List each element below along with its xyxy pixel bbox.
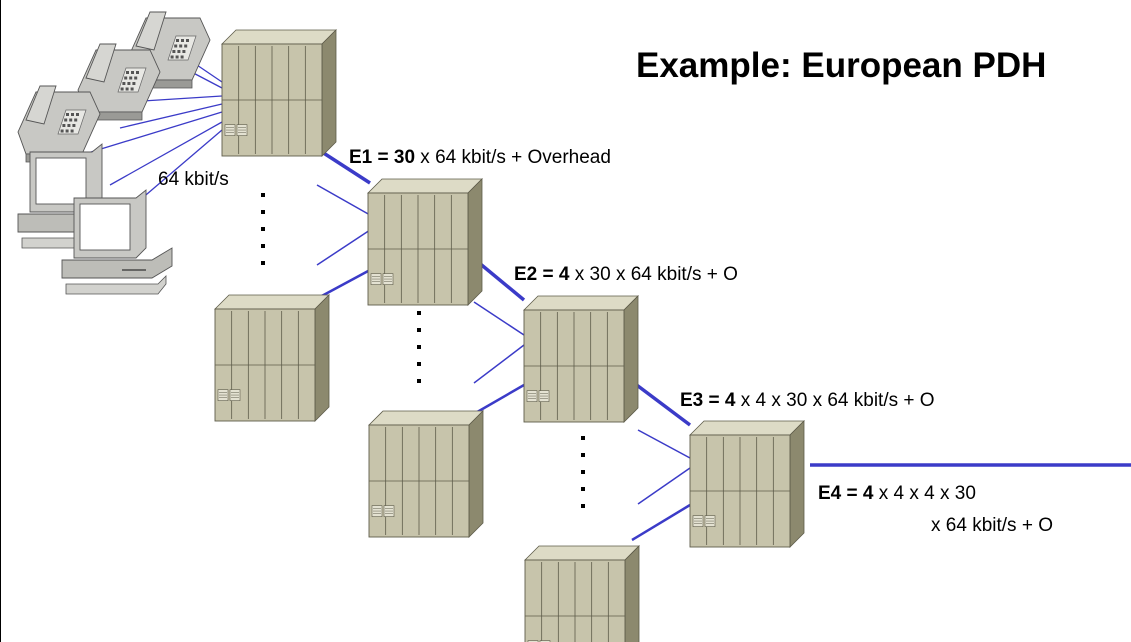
e3-formula: x 4 x 30 x 64 kbit/s + O — [735, 390, 935, 411]
e1-term: E1 = 30 — [349, 147, 416, 168]
e2-link — [476, 260, 526, 302]
e4-label-line2: x 64 kbit/s + O — [931, 515, 1053, 536]
e4-label: E4 = 4 x 4 x 4 x 30 — [818, 483, 976, 505]
e1-link — [321, 150, 371, 185]
e3-term: E3 = 4 — [680, 390, 736, 411]
mux-e2-other-cabinet — [368, 410, 484, 538]
trunk-links — [316, 150, 1131, 542]
mux-e1-cabinet — [221, 29, 337, 157]
slide-border — [0, 0, 1, 642]
mux-e4-cabinet — [689, 420, 805, 548]
multiplexers — [214, 29, 805, 642]
mux-e2-cabinet — [367, 178, 483, 306]
e2-term: E2 = 4 — [514, 264, 570, 285]
telephones — [17, 11, 211, 163]
e4-formula: x 4 x 4 x 30 — [873, 483, 976, 504]
mux-e3-cabinet — [523, 295, 639, 423]
telephone-icon — [77, 43, 161, 121]
e1-formula: x 64 kbit/s + Overhead — [415, 147, 611, 168]
e3-link — [632, 381, 692, 427]
e4-term: E4 = 4 — [818, 483, 874, 504]
mux-e1-other-cabinet — [214, 294, 330, 422]
e3-label: E3 = 4 x 4 x 30 x 64 kbit/s + O — [680, 390, 935, 412]
telephone-icon — [17, 85, 101, 163]
slide-title: Example: European PDH — [636, 46, 1047, 85]
computers — [17, 143, 173, 295]
e2-formula: x 30 x 64 kbit/s + O — [569, 264, 738, 285]
access-rate-label: 64 kbit/s — [158, 169, 229, 190]
e2-label: E2 = 4 x 30 x 64 kbit/s + O — [514, 264, 738, 286]
ellipsis-dots — [261, 193, 585, 508]
e1-label: E1 = 30 x 64 kbit/s + Overhead — [349, 147, 611, 169]
computer-icon — [61, 189, 173, 295]
mux-e3-other-cabinet — [524, 545, 640, 642]
